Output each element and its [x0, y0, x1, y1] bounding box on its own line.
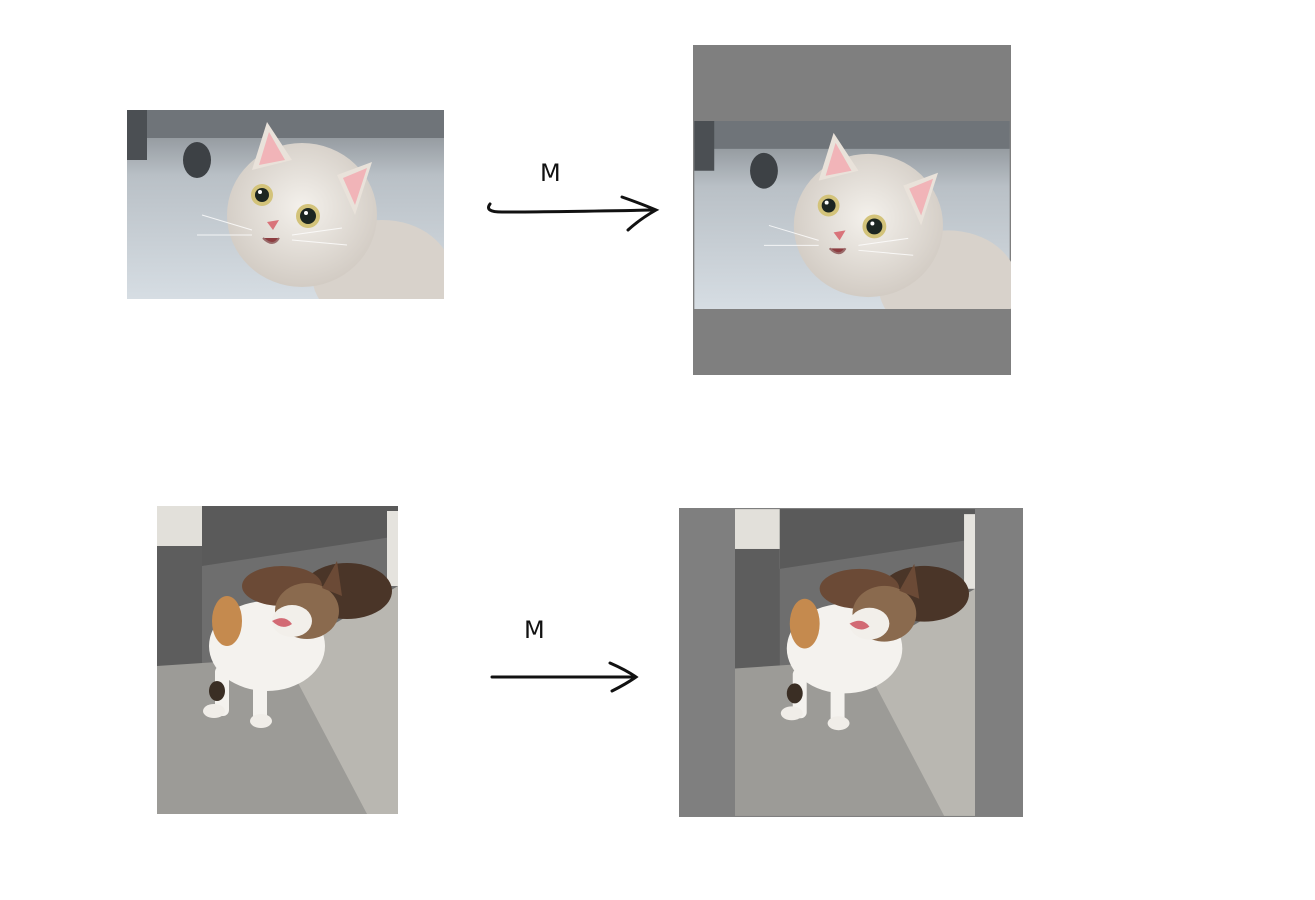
kitten-photo-icon: [694, 121, 1011, 309]
result-image-pillarboxed: [679, 508, 1023, 817]
arrow-right-icon: [490, 661, 639, 693]
transform-label: M: [540, 159, 561, 187]
transform-label: M: [524, 616, 545, 644]
source-image-calico-cat: [157, 506, 398, 814]
source-image-kitten: [127, 110, 444, 299]
arrow-right-icon: [487, 195, 660, 232]
calico-cat-photo-icon: [157, 506, 398, 814]
kitten-photo-icon: [127, 110, 444, 299]
calico-cat-photo-icon: [735, 509, 975, 816]
result-image-letterboxed: [693, 45, 1011, 375]
